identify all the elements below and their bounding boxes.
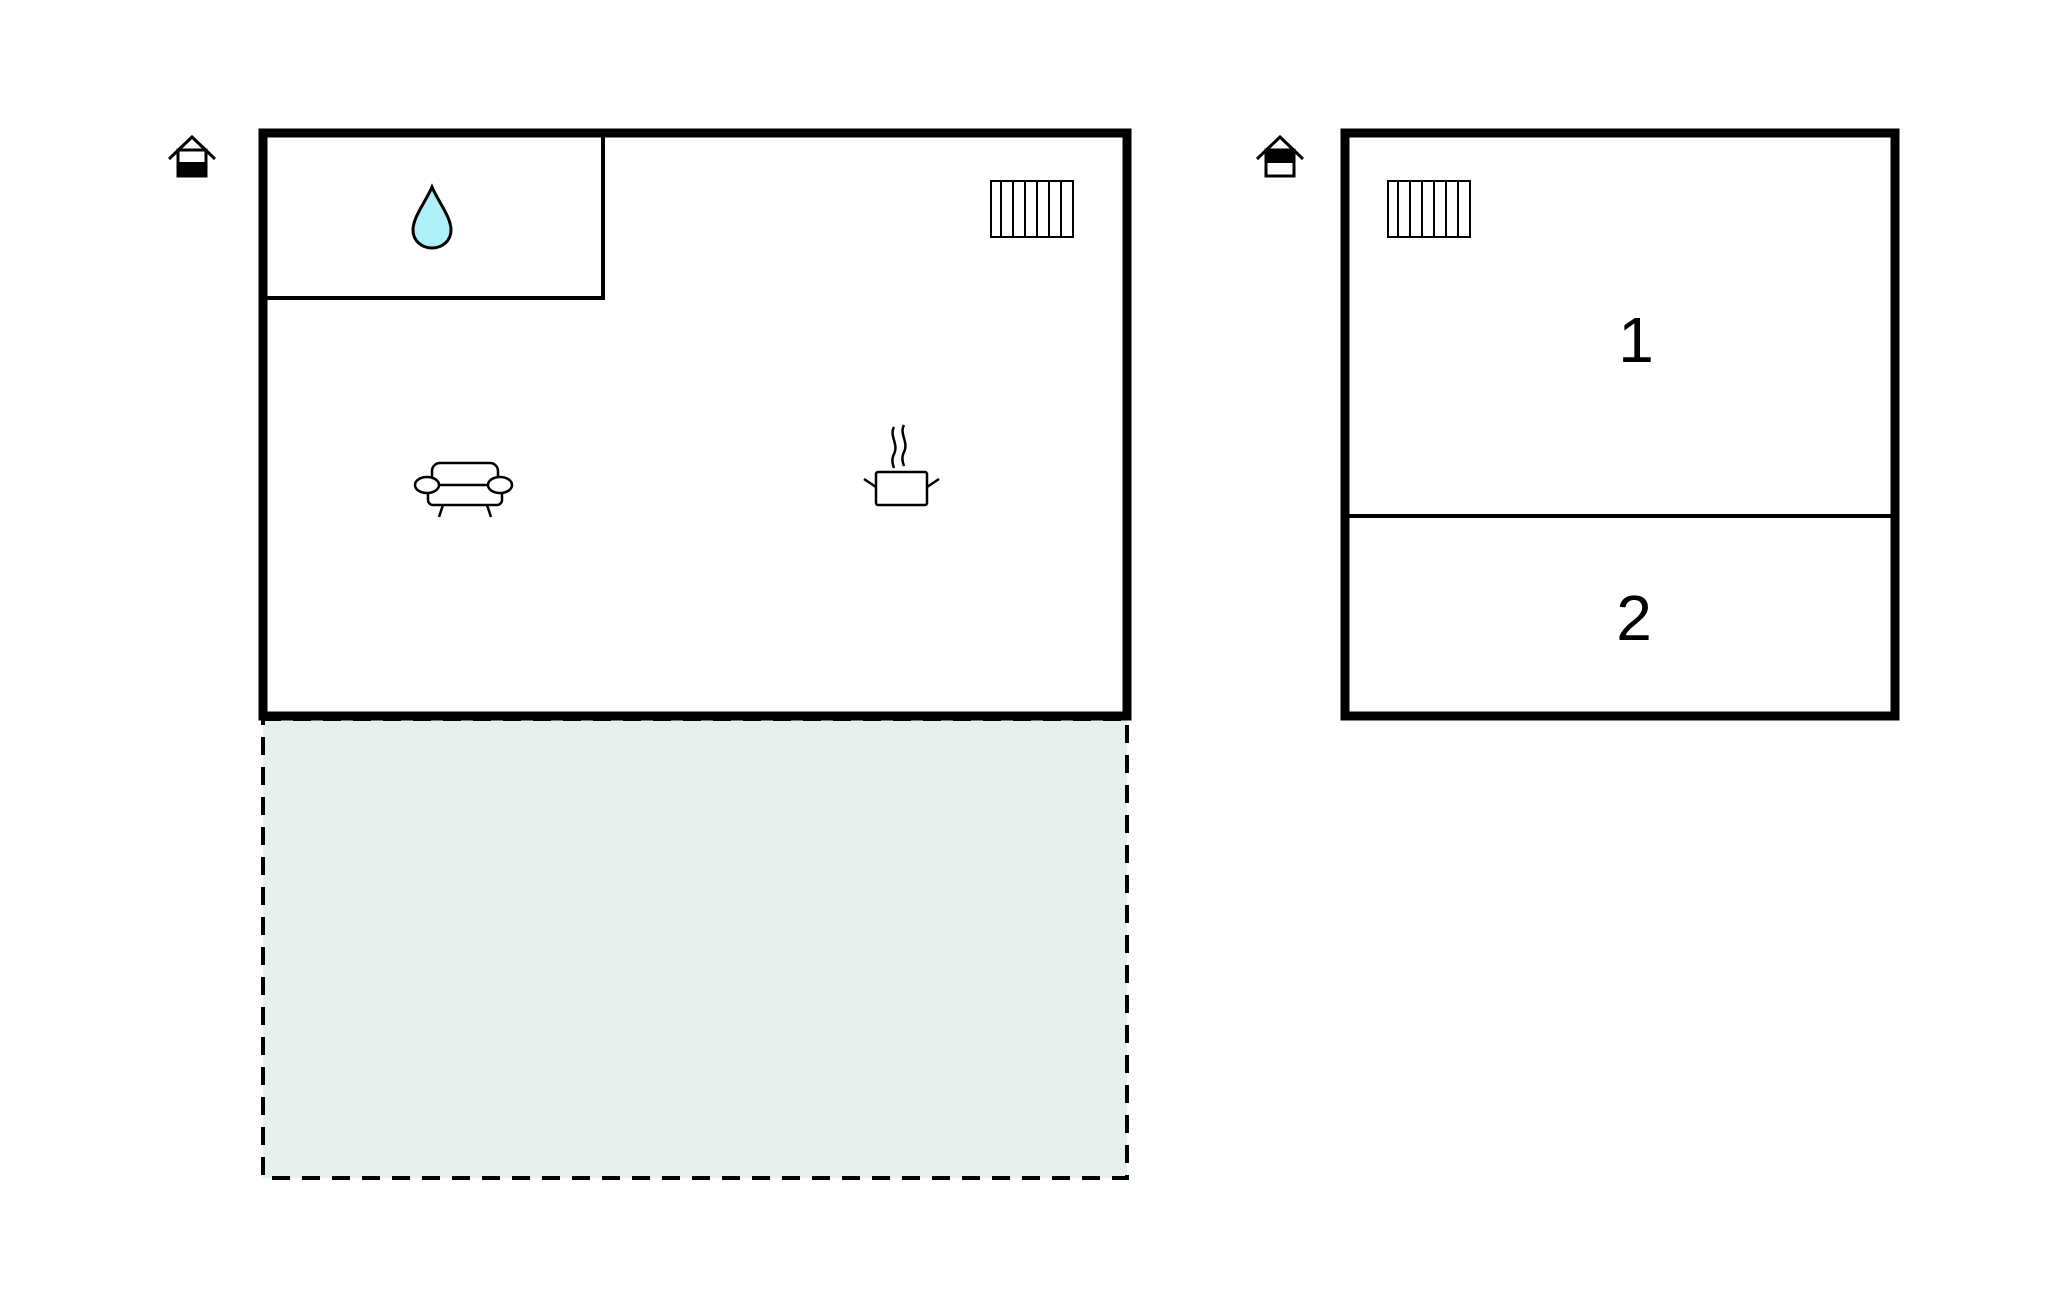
upper-floor-outer-wall [1340,128,1900,721]
house-upper-floor-icon [1255,134,1305,178]
radiator-icon [990,180,1074,238]
ground-floor-outer-wall [258,128,1132,721]
house-ground-floor-icon [167,134,217,178]
bathroom-wall [267,137,605,300]
water-drop-icon [411,183,453,250]
ground-floor-plan [167,128,1132,1180]
radiator-icon [1387,180,1471,238]
cooking-pot-icon [863,424,940,507]
sofa-icon [413,461,514,518]
upper-floor-plan: 1 2 [1255,128,1900,721]
bedroom-2-label: 2 [1616,582,1652,654]
bedroom-1-label: 1 [1618,304,1654,376]
terrace-area [261,717,1129,1180]
